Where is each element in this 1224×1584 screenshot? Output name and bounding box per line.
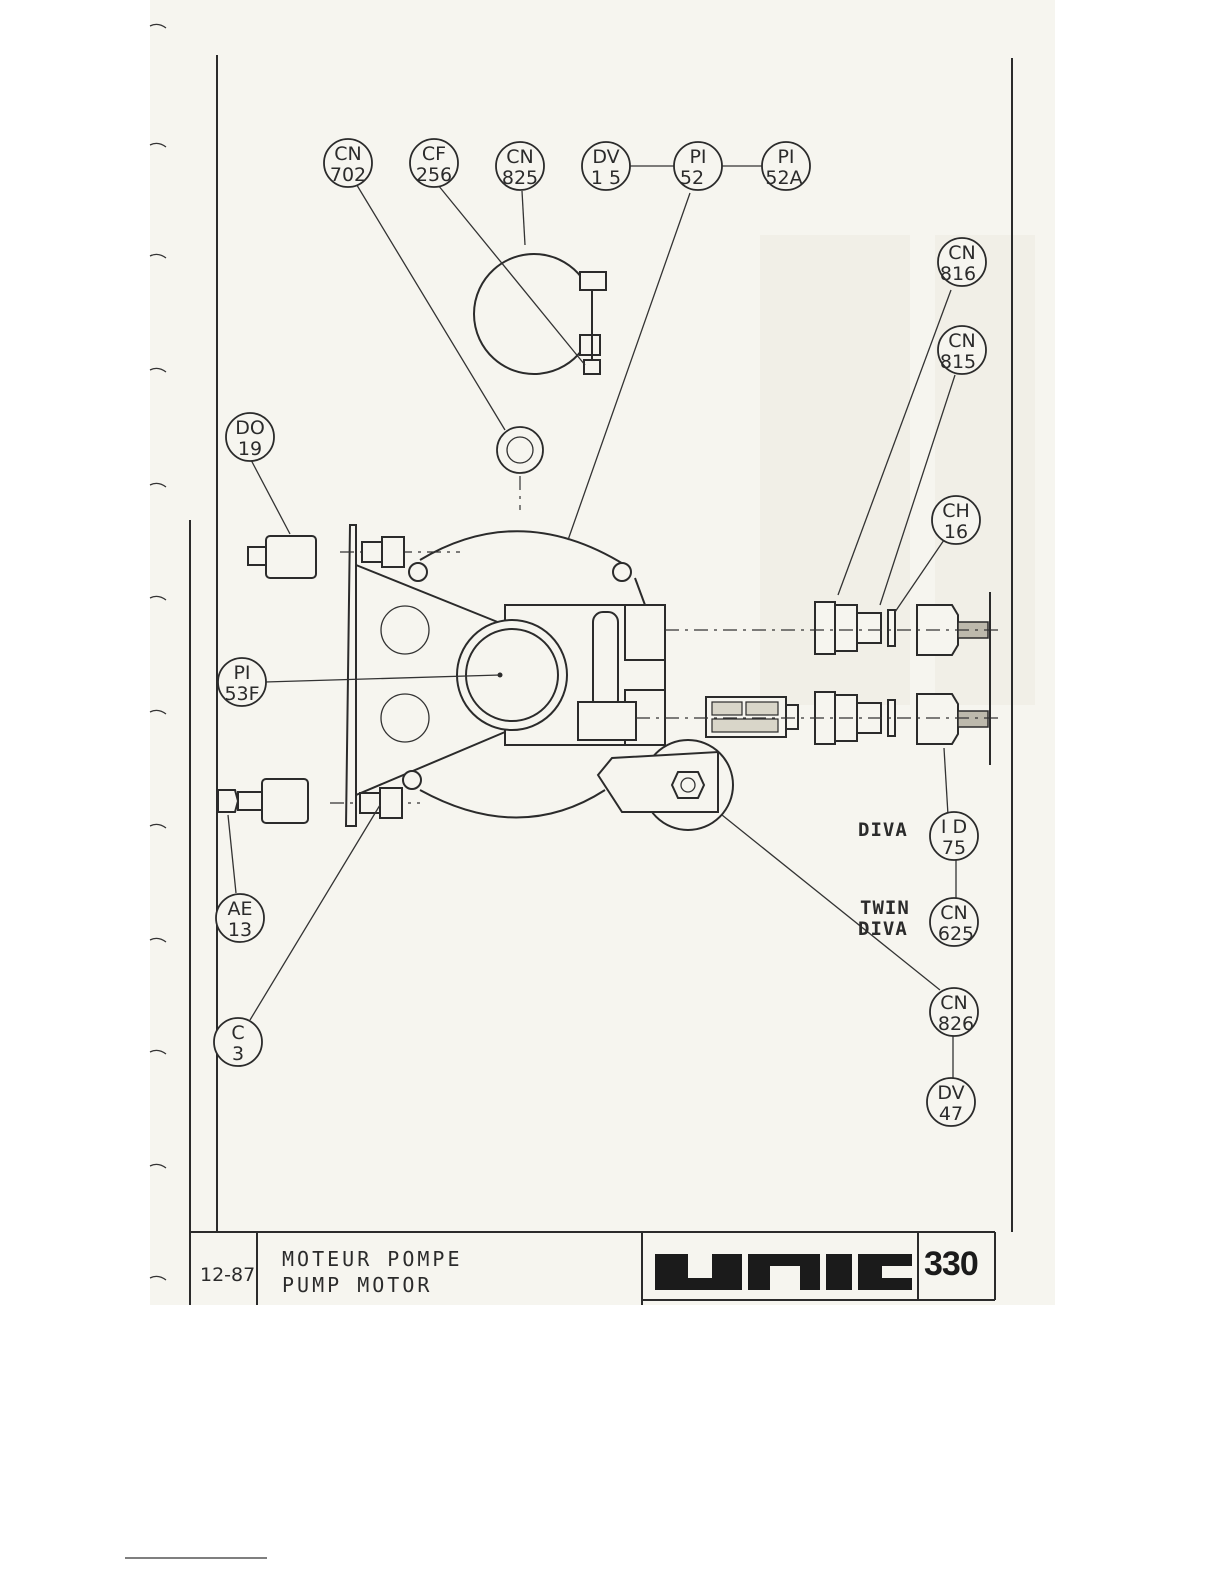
variant-label-twin-diva: DIVA — [858, 918, 908, 940]
callout-cn815-number: 815 — [940, 351, 976, 373]
callout-id75-code: I D — [941, 816, 967, 838]
callout-pi52-code: PI — [689, 146, 706, 168]
callout-cf256-number: 256 — [416, 164, 452, 186]
callout-cn825-number: 825 — [502, 167, 538, 189]
callout-pi52a-number: 52A — [765, 167, 802, 189]
callout-dv15-number: 1 5 — [591, 167, 621, 189]
title-french: MOTEUR POMPE — [282, 1247, 463, 1271]
callout-ch16: CH 16 — [932, 496, 980, 544]
callout-do19-code: DO — [235, 417, 265, 439]
callout-c3-code: C — [231, 1022, 244, 1044]
callout-pi52: PI 52 — [674, 142, 722, 190]
callout-ae13-number: 13 — [228, 919, 252, 941]
variant-label-twin: TWIN — [860, 897, 910, 919]
revision-date: 12-87 — [200, 1264, 255, 1286]
callout-ch16-number: 16 — [944, 521, 968, 543]
callout-dv47-code: DV — [937, 1082, 964, 1104]
callout-pi52a: PI 52A — [762, 142, 810, 190]
callout-do19-number: 19 — [238, 438, 262, 460]
page-number: 330 — [924, 1245, 978, 1283]
callout-cn825: CN 825 — [496, 142, 544, 190]
callout-do19: DO 19 — [226, 413, 274, 461]
callout-dv15-code: DV — [592, 146, 619, 168]
callout-cn816-number: 816 — [940, 263, 976, 285]
callout-cn826-code: CN — [940, 992, 967, 1014]
callout-id75-number: 75 — [942, 837, 966, 859]
callout-cn826: CN 826 — [930, 988, 978, 1036]
callout-pi53f-number: 53F — [224, 683, 259, 705]
callout-cf256-code: CF — [422, 143, 446, 165]
callout-id75: I D 75 — [930, 812, 978, 860]
callout-cn625-number: 625 — [938, 923, 974, 945]
callout-pi53f: PI 53F — [218, 658, 266, 706]
callout-cn702-number: 702 — [330, 164, 366, 186]
callout-ch16-code: CH — [942, 500, 970, 522]
callout-dv47: DV 47 — [927, 1078, 975, 1126]
title-english: PUMP MOTOR — [282, 1273, 432, 1297]
callout-cn816-code: CN — [948, 242, 975, 264]
callout-pi52-number: 52 — [680, 167, 704, 189]
callout-cn826-number: 826 — [938, 1013, 974, 1035]
callout-pi52a-code: PI — [777, 146, 794, 168]
callout-ae13-code: AE — [227, 898, 252, 920]
callout-pi53f-code: PI — [233, 662, 250, 684]
callout-cn702: CN 702 — [324, 139, 372, 187]
binder-punch-marks — [150, 24, 166, 1280]
callout-cn625: CN 625 — [930, 898, 978, 946]
reverse-side-bleed — [760, 235, 1035, 705]
callout-cn816: CN 816 — [938, 238, 986, 286]
callout-cf256: CF 256 — [410, 139, 458, 187]
callout-cn825-code: CN — [506, 146, 533, 168]
callout-cn702-code: CN — [334, 143, 361, 165]
callout-cn815: CN 815 — [938, 326, 986, 374]
callout-dv15: DV 1 5 — [582, 142, 630, 190]
unic-logo — [655, 1254, 912, 1290]
callout-c3-number: 3 — [232, 1043, 244, 1065]
callout-dv47-number: 47 — [939, 1103, 963, 1125]
variant-label-diva: DIVA — [858, 819, 908, 841]
callout-c3: C 3 — [214, 1018, 262, 1066]
callout-cn815-code: CN — [948, 330, 975, 352]
callout-ae13: AE 13 — [216, 894, 264, 942]
callout-cn625-code: CN — [940, 902, 967, 924]
